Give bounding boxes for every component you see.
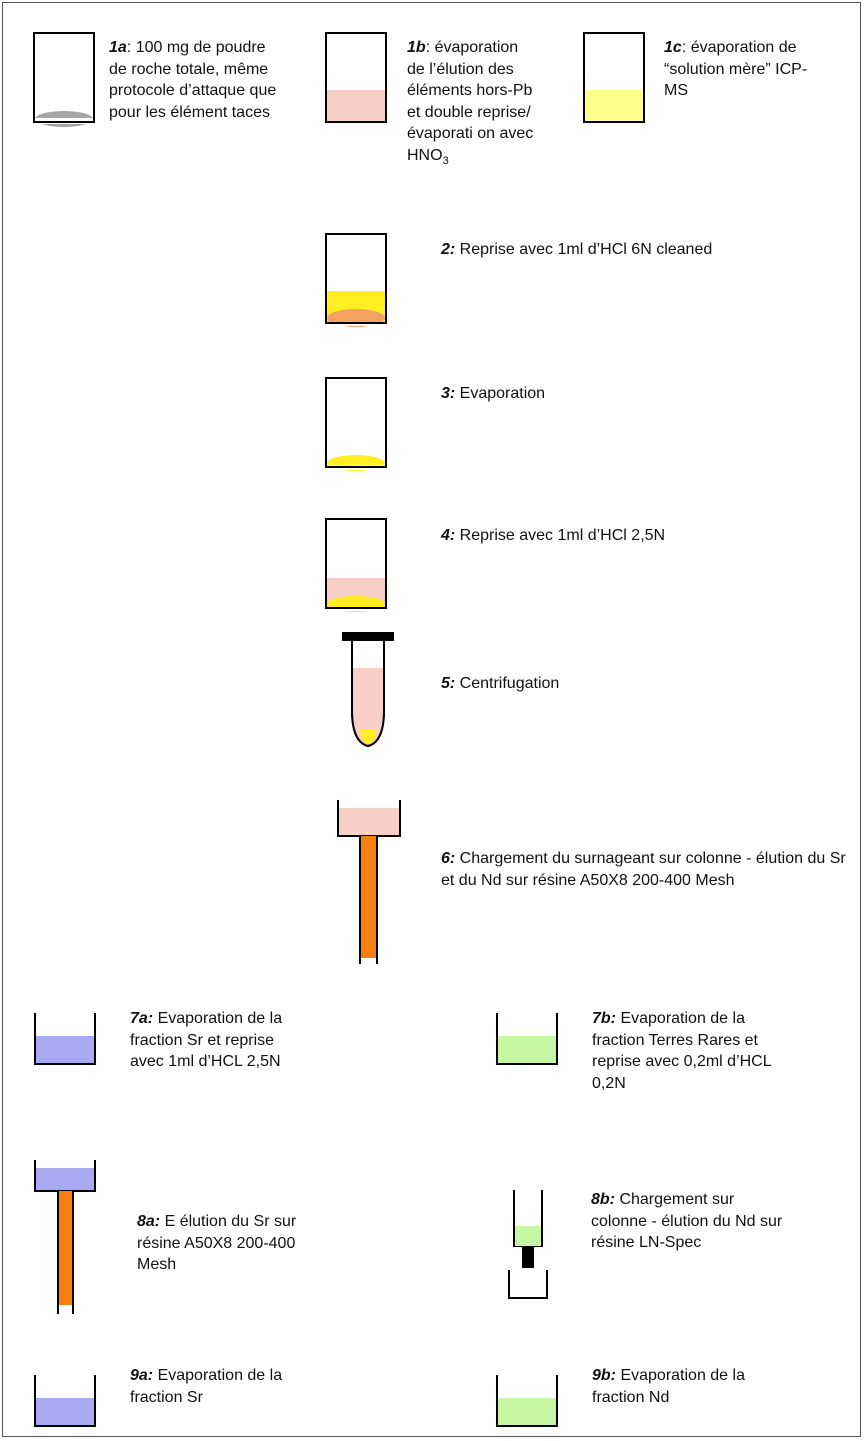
step-9b-tag: 9b:: [592, 1367, 616, 1384]
step-7b-text: 7b: Evaporation de la fraction Terres Ra…: [592, 1008, 777, 1094]
step-7a-text: 7a: Evaporation de la fraction Sr et rep…: [130, 1008, 305, 1073]
column-8b-icon: [508, 1190, 548, 1299]
step-8a-tag: 8a:: [137, 1213, 161, 1230]
beaker-1a-icon: [33, 32, 95, 127]
step-6-text: 6: Chargement du surnageant sur colonne …: [441, 848, 856, 891]
step-2-desc: Reprise avec 1ml d’HCl 6N cleaned: [455, 241, 713, 258]
column-6-icon: [337, 800, 401, 964]
beaker-1b-icon: [325, 32, 387, 123]
beaker-7b-icon: [496, 1013, 558, 1065]
centrifuge-tube-icon: [342, 632, 394, 748]
step-1c-sep: :: [681, 39, 687, 56]
step-8b-desc: Chargement sur colonne - élution du Nd s…: [591, 1191, 783, 1251]
step-1c-text: 1c: évaporation de “solution mère” ICP-M…: [664, 37, 814, 102]
step-2-tag: 2:: [441, 241, 456, 258]
step-1b-tag: 1b: [407, 39, 426, 56]
step-7b-desc: Evaporation de la fraction Terres Rares …: [592, 1010, 772, 1092]
step-9b-desc: Evaporation de la fraction Nd: [592, 1367, 745, 1406]
step-9a-text: 9a: Evaporation de la fraction Sr: [130, 1365, 330, 1408]
step-3-desc: Evaporation: [455, 385, 546, 402]
step-8a-desc: E élution du Sr sur résine A50X8 200-400…: [137, 1213, 297, 1273]
beaker-2-icon: [325, 233, 387, 327]
step-1b-subscript: 3: [442, 154, 449, 167]
step-9a-tag: 9a:: [130, 1367, 154, 1384]
step-6-tag: 6:: [441, 850, 456, 867]
step-1b-sep: :: [425, 39, 431, 56]
step-8b-text: 8b: Chargement sur colonne - élution du …: [591, 1189, 791, 1254]
step-4-tag: 4:: [441, 527, 456, 544]
step-1a-sep: :: [126, 39, 132, 56]
step-7b-tag: 7b:: [592, 1010, 616, 1027]
step-1c-tag: 1c: [664, 39, 682, 56]
step-1a-desc: 100 mg de poudre de roche totale, même p…: [109, 39, 277, 121]
beaker-1c-icon: [583, 32, 645, 123]
step-9b-text: 9b: Evaporation de la fraction Nd: [592, 1365, 792, 1408]
step-4-desc: Reprise avec 1ml d’HCl 2,5N: [455, 527, 666, 544]
step-7a-tag: 7a:: [130, 1010, 154, 1027]
step-1b-text: 1b: évaporation de l’élution des élément…: [407, 37, 535, 166]
beaker-3-icon: [325, 377, 387, 471]
step-1a-tag: 1a: [109, 39, 127, 56]
step-7a-desc: Evaporation de la fraction Sr et reprise…: [130, 1010, 283, 1070]
beaker-7a-icon: [34, 1013, 96, 1065]
step-9a-desc: Evaporation de la fraction Sr: [130, 1367, 283, 1406]
step-6-desc: Chargement du surnageant sur colonne - é…: [441, 850, 846, 889]
step-1c-desc: évaporation de “solution mère” ICP-MS: [664, 39, 808, 99]
step-5-tag: 5:: [441, 675, 456, 692]
step-5-desc: Centrifugation: [455, 675, 560, 692]
step-5-text: 5: Centrifugation: [441, 673, 741, 695]
beaker-4-icon: [325, 518, 387, 612]
beaker-9a-icon: [34, 1375, 96, 1427]
step-4-text: 4: Reprise avec 1ml d’HCl 2,5N: [441, 525, 741, 547]
step-1a-text: 1a: 100 mg de poudre de roche totale, mê…: [109, 37, 279, 123]
beaker-9b-icon: [496, 1375, 558, 1427]
step-3-tag: 3:: [441, 385, 456, 402]
step-8a-text: 8a: E élution du Sr sur résine A50X8 200…: [137, 1211, 337, 1276]
step-8b-tag: 8b:: [591, 1191, 615, 1208]
step-2-text: 2: Reprise avec 1ml d’HCl 6N cleaned: [441, 239, 841, 261]
step-3-text: 3: Evaporation: [441, 383, 741, 405]
column-8a-icon: [34, 1160, 96, 1314]
step-1b-desc: évaporation de l’élution des éléments ho…: [407, 39, 534, 164]
